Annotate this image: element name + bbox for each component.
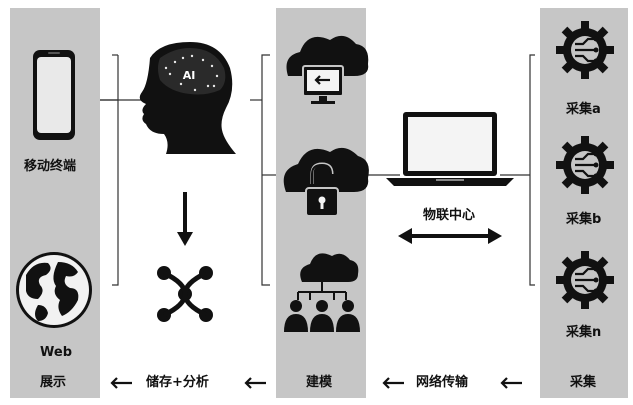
modeling-column-label: 建模 <box>306 375 333 390</box>
network-column-label: 网络传输 <box>416 375 469 390</box>
display-column-label: 展示 <box>40 375 67 390</box>
laptop-icon <box>386 112 514 186</box>
iot-center-label: 物联中心 <box>423 208 476 223</box>
network-node-icon <box>157 266 213 322</box>
storage-column-label: 储存+分析 <box>146 375 209 390</box>
smartphone-icon <box>33 50 75 140</box>
collect-column-label: 采集 <box>570 375 597 390</box>
web-label: Web <box>40 345 72 360</box>
double-arrow <box>398 228 502 244</box>
bracket-storage-modeling <box>250 54 276 286</box>
gear-circuit-icon-n <box>556 251 614 309</box>
cloud-unlock-icon <box>283 147 369 217</box>
flow-arrow-network-modeling <box>382 377 404 389</box>
flow-arrow-storage-display <box>110 377 132 389</box>
ai-head-icon: AI <box>139 42 236 154</box>
collect-n-label: 采集n <box>566 325 602 340</box>
mobile-terminal-label: 移动终端 <box>24 159 77 174</box>
down-arrow <box>177 192 193 246</box>
cloud-people-icon <box>284 253 360 332</box>
flow-arrows <box>110 377 522 389</box>
collect-a-label: 采集a <box>566 102 601 117</box>
ai-label: AI <box>183 69 196 82</box>
cloud-monitor-icon <box>286 35 369 104</box>
flow-arrow-collect-network <box>500 377 522 389</box>
gear-circuit-icon-a <box>556 21 614 79</box>
bracket-display-storage <box>100 54 150 286</box>
bracket-modeling-collect <box>366 54 535 286</box>
gear-circuit-icon-b <box>556 136 614 194</box>
flow-arrow-modeling-storage <box>244 377 266 389</box>
collect-b-label: 采集b <box>566 212 602 227</box>
globe-icon <box>16 252 92 328</box>
